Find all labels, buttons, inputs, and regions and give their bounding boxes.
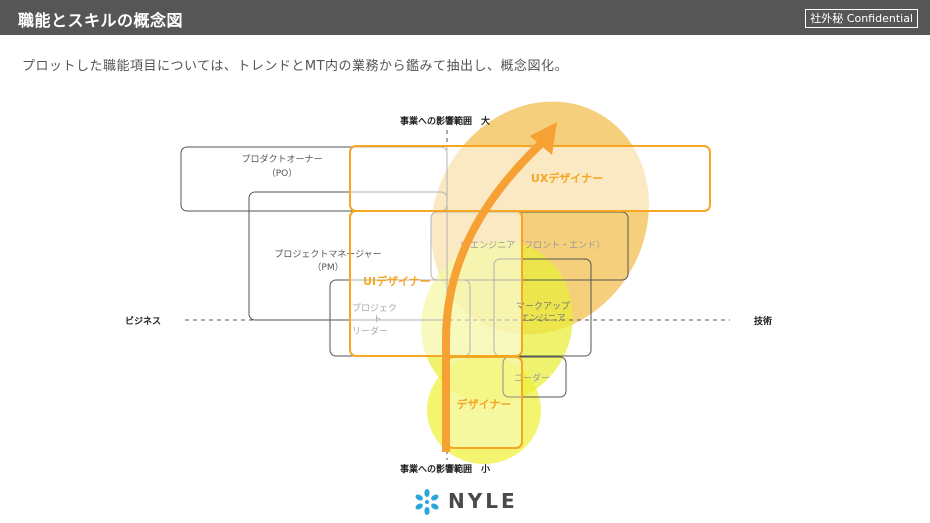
ux-designer-box — [349, 145, 711, 212]
axis-top-label: 事業への影響範囲 大 — [400, 115, 490, 127]
markup-label-2: エンジニア — [520, 314, 565, 324]
page-subtitle: プロットした職能項目については、トレンドとMT内の業務から鑑みて抽出し、概念図化… — [22, 59, 569, 74]
axis-left-label: ビジネス — [125, 315, 161, 327]
ux-designer-fill — [350, 146, 710, 211]
axis-bottom-label: 事業への影響範囲 小 — [400, 463, 490, 475]
pm-label-1: プロジェクトマネージャー — [274, 249, 381, 260]
logo-wordmark: NYLE — [448, 489, 518, 513]
markup-label-1: マークアップ — [516, 301, 570, 312]
growth-arrow-head — [530, 122, 557, 155]
ui-designer-box — [349, 210, 523, 357]
axis-right-label: 技術 — [754, 315, 772, 327]
leader-label-1: プロジェク — [352, 303, 397, 314]
leader-label-3: リーダー — [352, 325, 388, 337]
ui-engineer-label: UIエンジニア（フロント・エンド） — [461, 240, 605, 251]
coder-label: コーダー — [514, 372, 550, 384]
ui-designer-label: UIデザイナー — [363, 274, 431, 288]
po-label-2: （PO） — [267, 168, 298, 179]
po-label-1: プロダクトオーナー — [241, 153, 322, 165]
leader-label-2: ト — [373, 315, 382, 325]
growth-arrow-shaft — [442, 137, 548, 452]
page-title: 職能とスキルの概念図 — [18, 11, 184, 30]
header-bar: 職能とスキルの概念図 社外秘 Confidential — [0, 0, 930, 35]
designer-label: デザイナー — [457, 397, 512, 411]
designer-fill — [447, 357, 522, 448]
pm-label-2: （PM） — [312, 262, 343, 273]
coder-box — [502, 356, 567, 398]
nyle-logo: NYLE — [412, 487, 522, 517]
ux-designer-label: UXデザイナー — [531, 171, 603, 185]
confidential-badge: 社外秘 Confidential — [805, 9, 918, 28]
designer-area-ellipse — [427, 356, 541, 464]
ui-designer-fill — [350, 211, 522, 356]
snowflake-icon — [415, 489, 439, 515]
